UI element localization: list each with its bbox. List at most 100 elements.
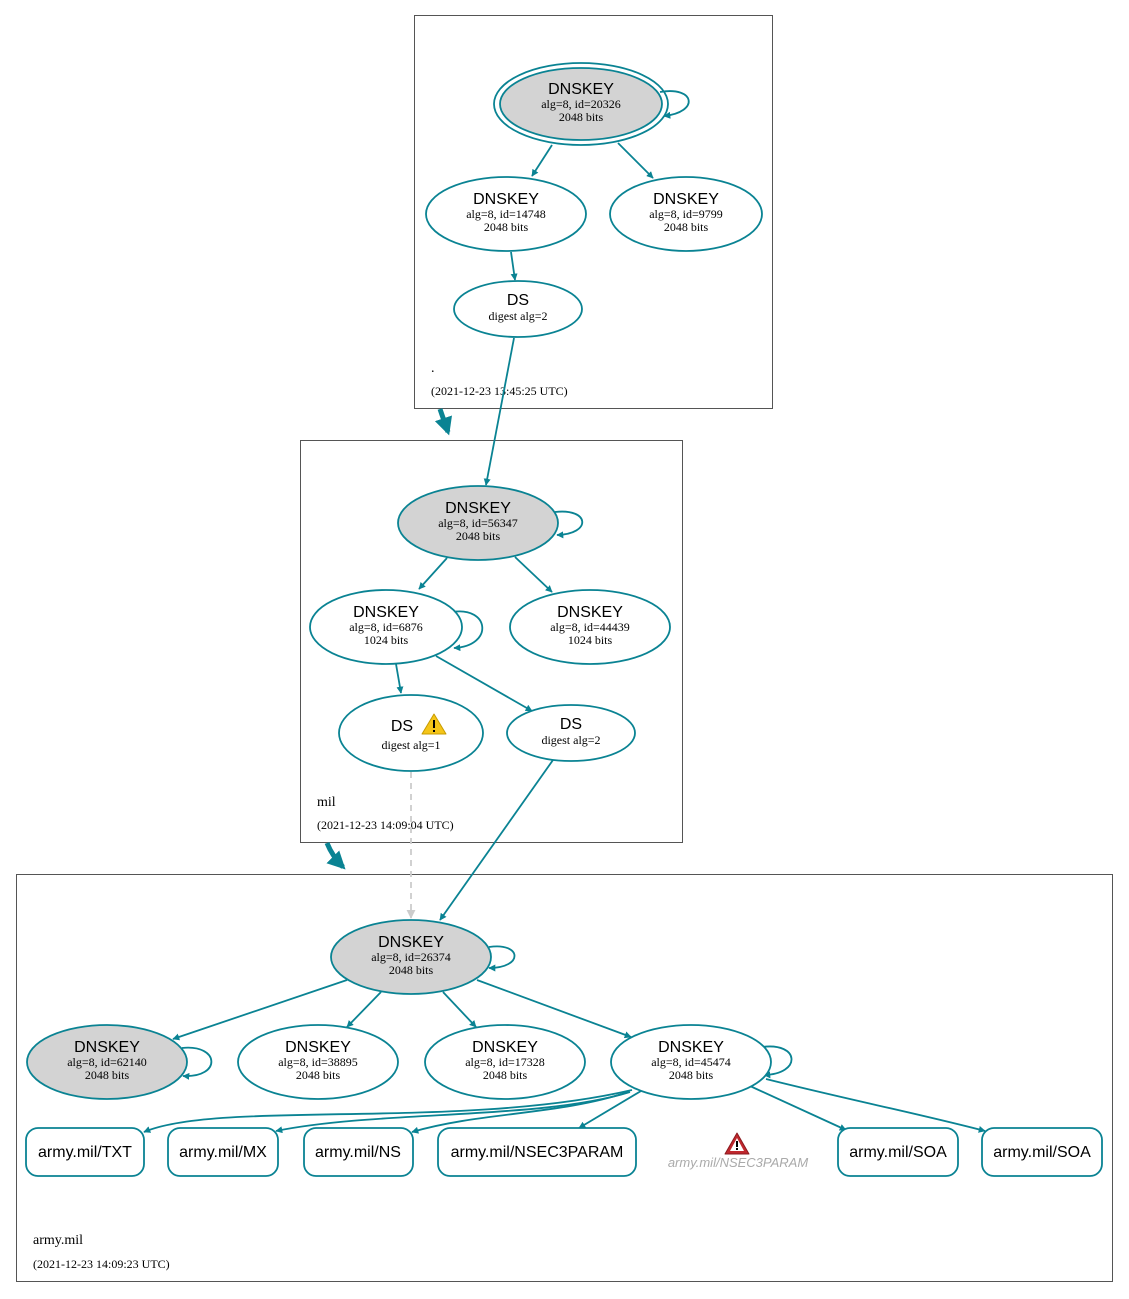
edge-root-ds-mil-ksk [483, 337, 515, 486]
node-root-zsk2-line2: 2048 bits [664, 220, 709, 234]
edge-root-ksk-zsk1 [531, 144, 553, 177]
node-mil-ds2[interactable]: DS digest alg=2 [506, 704, 636, 762]
node-root-ds-line1: digest alg=2 [488, 309, 547, 323]
node-army-k4-title: DNSKEY [658, 1039, 724, 1056]
edge-army-ksk-self [488, 945, 516, 972]
zone-army: army.mil (2021-12-23 14:09:23 UTC) [16, 874, 1113, 1282]
node-mil-zsk1-line1: alg=8, id=6876 [349, 620, 423, 634]
node-army-k1-line2: 2048 bits [85, 1068, 130, 1082]
node-mil-ds1-line1: digest alg=1 [381, 738, 440, 752]
edge-mil-ksk-zsk1 [418, 557, 448, 590]
record-ns-label: army.mil/NS [315, 1144, 401, 1161]
edge-mil-zsk1-ds2 [435, 655, 533, 712]
edge-army-ksk-k3 [442, 991, 477, 1028]
record-ns[interactable]: army.mil/NS [303, 1127, 414, 1177]
edge-army-ksk-k4 [476, 979, 632, 1039]
node-army-k4-line2: 2048 bits [669, 1068, 714, 1082]
node-mil-zsk1[interactable]: DNSKEY alg=8, id=6876 1024 bits [309, 589, 463, 665]
node-mil-ksk[interactable]: DNSKEY alg=8, id=56347 2048 bits [397, 485, 559, 561]
edge-mil-ksk-self [554, 510, 584, 539]
node-root-zsk1-line2: 2048 bits [484, 220, 529, 234]
record-mx-label: army.mil/MX [179, 1144, 267, 1161]
node-mil-ds2-line1: digest alg=2 [541, 733, 600, 747]
delegation-arrow-root-to-mil [434, 408, 452, 436]
node-root-ds-title: DS [507, 292, 529, 309]
record-nsec3param[interactable]: army.mil/NSEC3PARAM [437, 1127, 637, 1177]
node-root-ds[interactable]: DS digest alg=2 [453, 280, 583, 338]
record-soa-1-label: army.mil/SOA [849, 1144, 947, 1161]
record-txt-label: army.mil/TXT [38, 1144, 132, 1161]
node-root-zsk2[interactable]: DNSKEY alg=8, id=9799 2048 bits [609, 176, 763, 252]
node-mil-ds2-title: DS [560, 716, 582, 733]
node-army-k1-title: DNSKEY [74, 1039, 140, 1056]
edges [143, 90, 986, 1134]
node-mil-zsk2-line2: 1024 bits [568, 633, 613, 647]
zone-root-name: . [431, 361, 435, 376]
zone-mil-name: mil [317, 795, 336, 810]
node-root-zsk1-line1: alg=8, id=14748 [466, 207, 546, 221]
node-army-k2-line2: 2048 bits [296, 1068, 341, 1082]
edge-root-zsk1-ds [510, 251, 518, 281]
node-mil-ksk-line1: alg=8, id=56347 [438, 516, 518, 530]
edge-root-ksk-self [659, 90, 690, 119]
node-army-k2-title: DNSKEY [285, 1039, 351, 1056]
error-icon [724, 1132, 750, 1155]
record-nsec3param-missing[interactable]: army.mil/NSEC3PARAM [668, 1132, 809, 1170]
node-army-k3-title: DNSKEY [472, 1039, 538, 1056]
zone-army-name: army.mil [33, 1233, 83, 1248]
edge-army-k4-soa1 [749, 1085, 847, 1131]
node-army-k3[interactable]: DNSKEY alg=8, id=17328 2048 bits [424, 1024, 586, 1100]
edge-mil-ds2-army-ksk [439, 759, 554, 921]
node-mil-zsk2[interactable]: DNSKEY alg=8, id=44439 1024 bits [509, 589, 671, 665]
node-root-zsk2-line1: alg=8, id=9799 [649, 207, 723, 221]
record-txt[interactable]: army.mil/TXT [25, 1127, 145, 1177]
zone-army-timestamp: (2021-12-23 14:09:23 UTC) [33, 1257, 170, 1271]
node-army-ksk[interactable]: DNSKEY alg=8, id=26374 2048 bits [330, 919, 492, 995]
record-nsec3param-label: army.mil/NSEC3PARAM [451, 1144, 624, 1161]
edge-army-k4-soa2 [765, 1078, 986, 1133]
node-root-zsk2-title: DNSKEY [653, 191, 719, 208]
zone-root: . (2021-12-23 13:45:25 UTC) [414, 15, 773, 409]
record-soa-2[interactable]: army.mil/SOA [981, 1127, 1103, 1177]
zone-mil: mil (2021-12-23 14:09:04 UTC) [300, 440, 683, 843]
edge-mil-ksk-zsk2 [514, 556, 553, 593]
delegation-arrow-mil-to-army [324, 842, 346, 870]
zone-mil-timestamp: (2021-12-23 14:09:04 UTC) [317, 818, 454, 832]
node-army-k4-line1: alg=8, id=45474 [651, 1055, 731, 1069]
node-mil-zsk1-line2: 1024 bits [364, 633, 409, 647]
node-root-zsk1[interactable]: DNSKEY alg=8, id=14748 2048 bits [425, 176, 587, 252]
edge-army-k4-nsec3param [578, 1090, 642, 1129]
record-soa-2-label: army.mil/SOA [993, 1144, 1091, 1161]
node-army-k2-line1: alg=8, id=38895 [278, 1055, 358, 1069]
node-army-k1[interactable]: DNSKEY alg=8, id=62140 2048 bits [26, 1024, 188, 1100]
record-nsec3param-missing-label: army.mil/NSEC3PARAM [668, 1155, 809, 1170]
edge-mil-zsk1-ds1 [395, 663, 404, 694]
node-army-k2[interactable]: DNSKEY alg=8, id=38895 2048 bits [237, 1024, 399, 1100]
node-army-k4[interactable]: DNSKEY alg=8, id=45474 2048 bits [610, 1024, 772, 1100]
node-root-ksk[interactable]: DNSKEY alg=8, id=20326 2048 bits [493, 62, 669, 146]
node-mil-ds1[interactable]: DS digest alg=1 [338, 694, 484, 772]
edge-root-ksk-zsk2 [617, 142, 654, 179]
node-mil-zsk1-title: DNSKEY [353, 604, 419, 621]
node-army-ksk-line1: alg=8, id=26374 [371, 950, 451, 964]
node-army-ksk-line2: 2048 bits [389, 963, 434, 977]
edge-army-k4-ns [411, 1091, 629, 1134]
node-mil-ds1-title: DS [391, 718, 413, 735]
zone-root-timestamp: (2021-12-23 13:45:25 UTC) [431, 384, 568, 398]
node-army-ksk-title: DNSKEY [378, 934, 444, 951]
node-army-k3-line1: alg=8, id=17328 [465, 1055, 545, 1069]
edge-mil-zsk1-self [451, 610, 484, 652]
record-soa-1[interactable]: army.mil/SOA [837, 1127, 959, 1177]
node-root-ksk-line2: 2048 bits [559, 110, 604, 124]
edge-army-k1-self [181, 1046, 213, 1080]
node-mil-zsk2-title: DNSKEY [557, 604, 623, 621]
node-root-ksk-line1: alg=8, id=20326 [541, 97, 621, 111]
warning-icon [421, 713, 447, 735]
node-mil-ksk-title: DNSKEY [445, 500, 511, 517]
record-mx[interactable]: army.mil/MX [167, 1127, 279, 1177]
node-mil-ksk-line2: 2048 bits [456, 529, 501, 543]
node-mil-zsk2-line1: alg=8, id=44439 [550, 620, 630, 634]
edge-army-k4-self [761, 1045, 793, 1079]
edge-army-ksk-k1 [172, 979, 348, 1041]
